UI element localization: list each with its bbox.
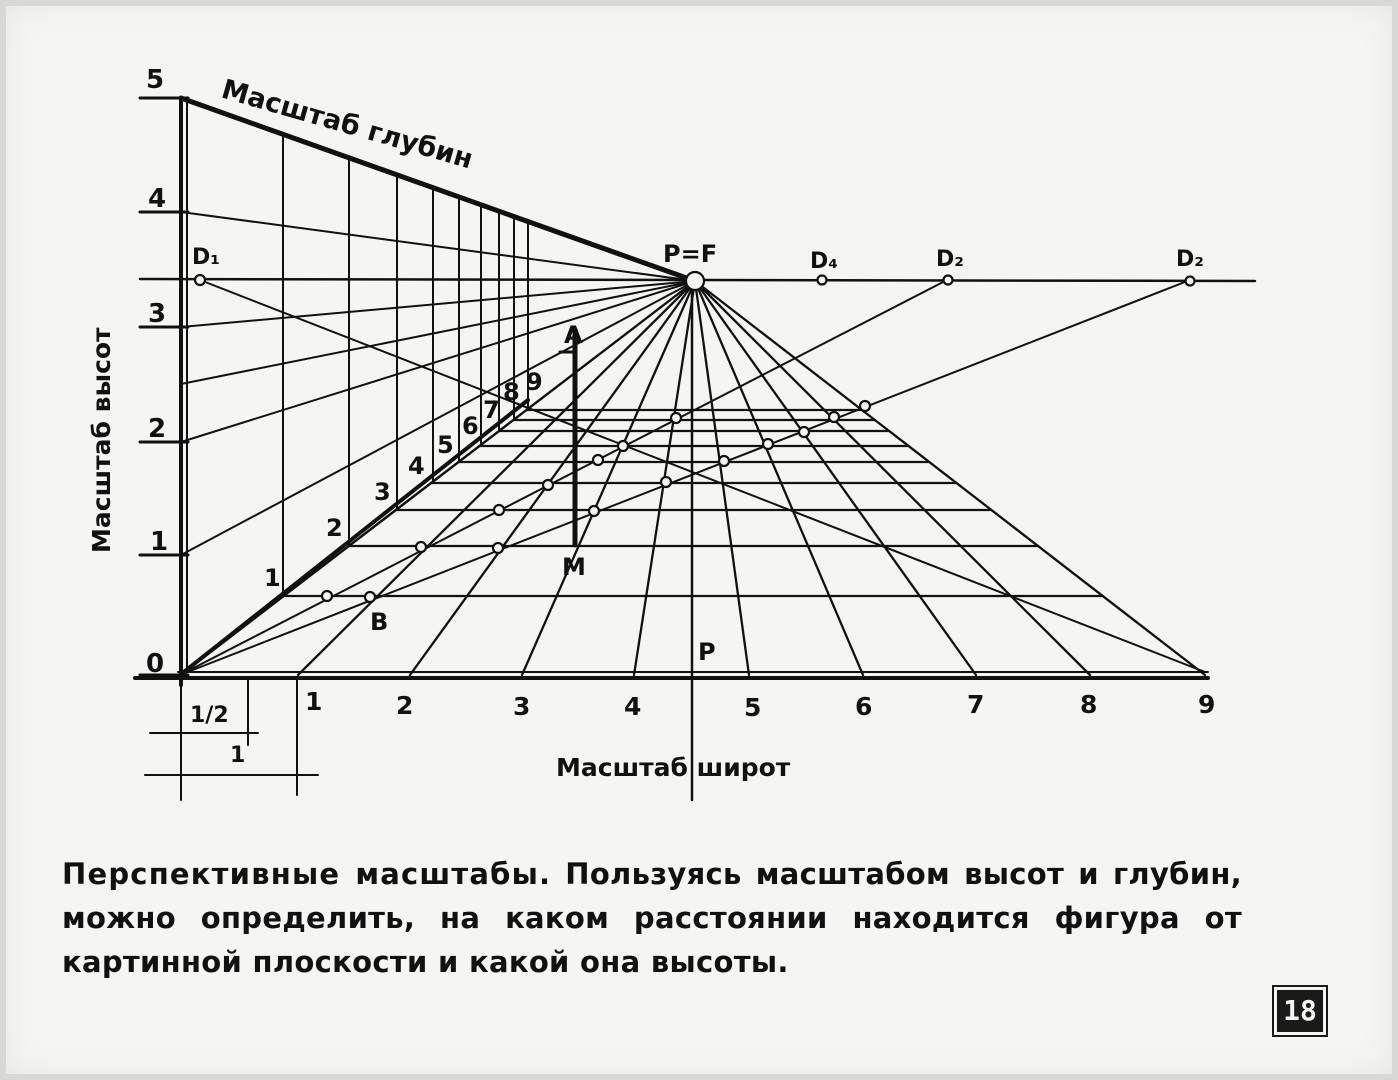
label-d4: D₄	[810, 249, 838, 274]
intersection-point	[827, 410, 841, 424]
intersection-point	[591, 453, 605, 467]
intersection-point	[491, 541, 505, 555]
depth-tick-1: 1	[264, 564, 281, 592]
caption-text: Пользуясь масштабом высот и глубин, можн…	[62, 857, 1242, 979]
page-number: 18	[1277, 990, 1323, 1032]
label-a: A	[564, 321, 583, 349]
depth-tick-6: 6	[462, 412, 479, 440]
height-tick-2: 2	[148, 414, 166, 444]
caption-title: Перспективные масштабы.	[62, 857, 552, 891]
caption: Перспективные масштабы.Пользуясь масштаб…	[62, 852, 1242, 984]
depth-scale-line	[178, 95, 698, 284]
floor-ray	[693, 279, 751, 677]
diagonal-to-d2-near	[179, 279, 948, 676]
depth-tick-4: 4	[408, 452, 425, 480]
height-tick-0: 0	[146, 649, 164, 679]
intersection-point	[858, 399, 872, 413]
depth-tick-7: 7	[483, 396, 500, 424]
depth-diagonal	[178, 398, 530, 677]
floor-ray	[693, 279, 1207, 677]
floor-ray	[693, 279, 865, 677]
width-tick-1: 1	[305, 687, 322, 716]
point-pf	[684, 270, 706, 292]
width-tick-7: 7	[967, 690, 984, 719]
floor-ray	[408, 279, 697, 677]
depth-tick-8: 8	[503, 378, 520, 406]
width-tick-3: 3	[513, 692, 530, 721]
width-tick-9: 9	[1198, 690, 1215, 719]
half-unit-label: 1/2	[190, 703, 229, 728]
intersection-point	[659, 475, 673, 489]
height-ray	[180, 280, 696, 385]
height-ray	[180, 211, 696, 282]
depth-tick-9: 9	[526, 368, 543, 396]
floor-ray	[520, 279, 697, 677]
perspective-scales-diagram: 0 1 2 3 4 5 Масштаб высот Масштаб глубин…	[87, 65, 1257, 802]
label-d2-near: D₂	[936, 247, 964, 272]
label-p: P	[698, 638, 716, 666]
point-d4	[816, 274, 828, 286]
intersection-point	[616, 439, 630, 453]
label-b: B	[370, 608, 388, 636]
height-tick-1: 1	[150, 527, 168, 557]
point-d2-far	[1184, 275, 1196, 287]
unit-label: 1	[230, 743, 245, 768]
intersection-point	[541, 478, 555, 492]
height-scale-title: Масштаб высот	[87, 327, 116, 553]
label-pf: P=F	[663, 240, 717, 268]
label-d2-far: D₂	[1176, 247, 1204, 272]
width-tick-5: 5	[744, 693, 761, 722]
width-tick-8: 8	[1080, 690, 1097, 719]
intersection-point	[414, 540, 428, 554]
height-tick-4: 4	[148, 184, 166, 214]
point-d1	[193, 273, 207, 287]
label-m: M	[562, 553, 586, 581]
intersection-point	[320, 589, 334, 603]
depth-tick-2: 2	[326, 514, 343, 542]
intersection-point	[363, 590, 377, 604]
intersection-point	[797, 425, 811, 439]
width-tick-4: 4	[624, 692, 641, 721]
diagonal-to-d2-far	[179, 279, 1191, 676]
intersection-point	[717, 454, 731, 468]
width-tick-6: 6	[855, 692, 872, 721]
width-scale-title: Масштаб широт	[556, 753, 791, 782]
label-d1: D₁	[192, 245, 220, 270]
floor-ray	[693, 279, 978, 677]
height-tick-3: 3	[148, 299, 166, 329]
floor-ray	[693, 279, 1092, 677]
intersection-point	[492, 503, 506, 517]
height-tick-5: 5	[146, 65, 164, 95]
depth-tick-5: 5	[437, 431, 454, 459]
intersection-point	[669, 411, 683, 425]
floor-ray	[296, 279, 697, 677]
depth-tick-3: 3	[374, 478, 391, 506]
intersection-point	[587, 504, 601, 518]
height-ray	[180, 280, 696, 328]
height-ray	[180, 280, 696, 556]
diagonal-from-d1	[199, 279, 1206, 673]
intersection-point	[761, 437, 775, 451]
width-tick-2: 2	[396, 691, 413, 720]
height-ray	[180, 280, 696, 443]
point-d2-near	[942, 274, 954, 286]
